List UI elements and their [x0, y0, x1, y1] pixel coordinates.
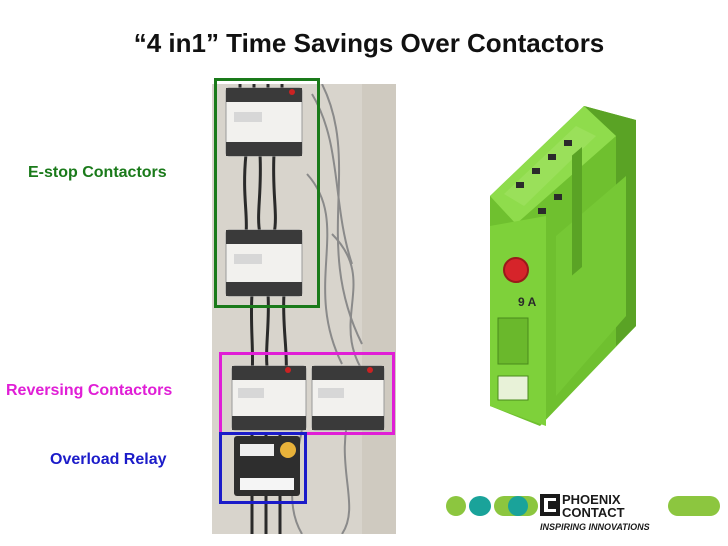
brand-tagline: INSPIRING INNOVATIONS	[540, 522, 650, 532]
motor-starter-module: 9 A	[476, 96, 646, 436]
rating-text: 9 A	[518, 295, 537, 309]
logo-drawing: PHOENIX CONTACT INSPIRING INNOVATIONS	[446, 492, 720, 532]
contactor-panel-photo	[212, 84, 396, 534]
overload-relay-label: Overload Relay	[50, 451, 167, 468]
brand-line1: PHOENIX	[562, 492, 621, 507]
contactor-panel-drawing	[212, 84, 396, 534]
reversing-contactors-label: Reversing Contactors	[6, 382, 173, 399]
estop-contactors-label: E-stop Contactors	[28, 164, 167, 181]
reset-button-icon	[503, 257, 529, 283]
phoenix-contact-logo: PHOENIX CONTACT INSPIRING INNOVATIONS	[444, 488, 726, 534]
overload-highlight-frame	[219, 432, 307, 504]
motor-starter-drawing: 9 A	[490, 106, 636, 426]
slide-title: “4 in1” Time Savings Over Contactors	[133, 28, 605, 58]
estop-highlight-frame	[214, 78, 320, 308]
reversing-highlight-frame	[219, 352, 395, 435]
brand-line2: CONTACT	[562, 505, 625, 520]
